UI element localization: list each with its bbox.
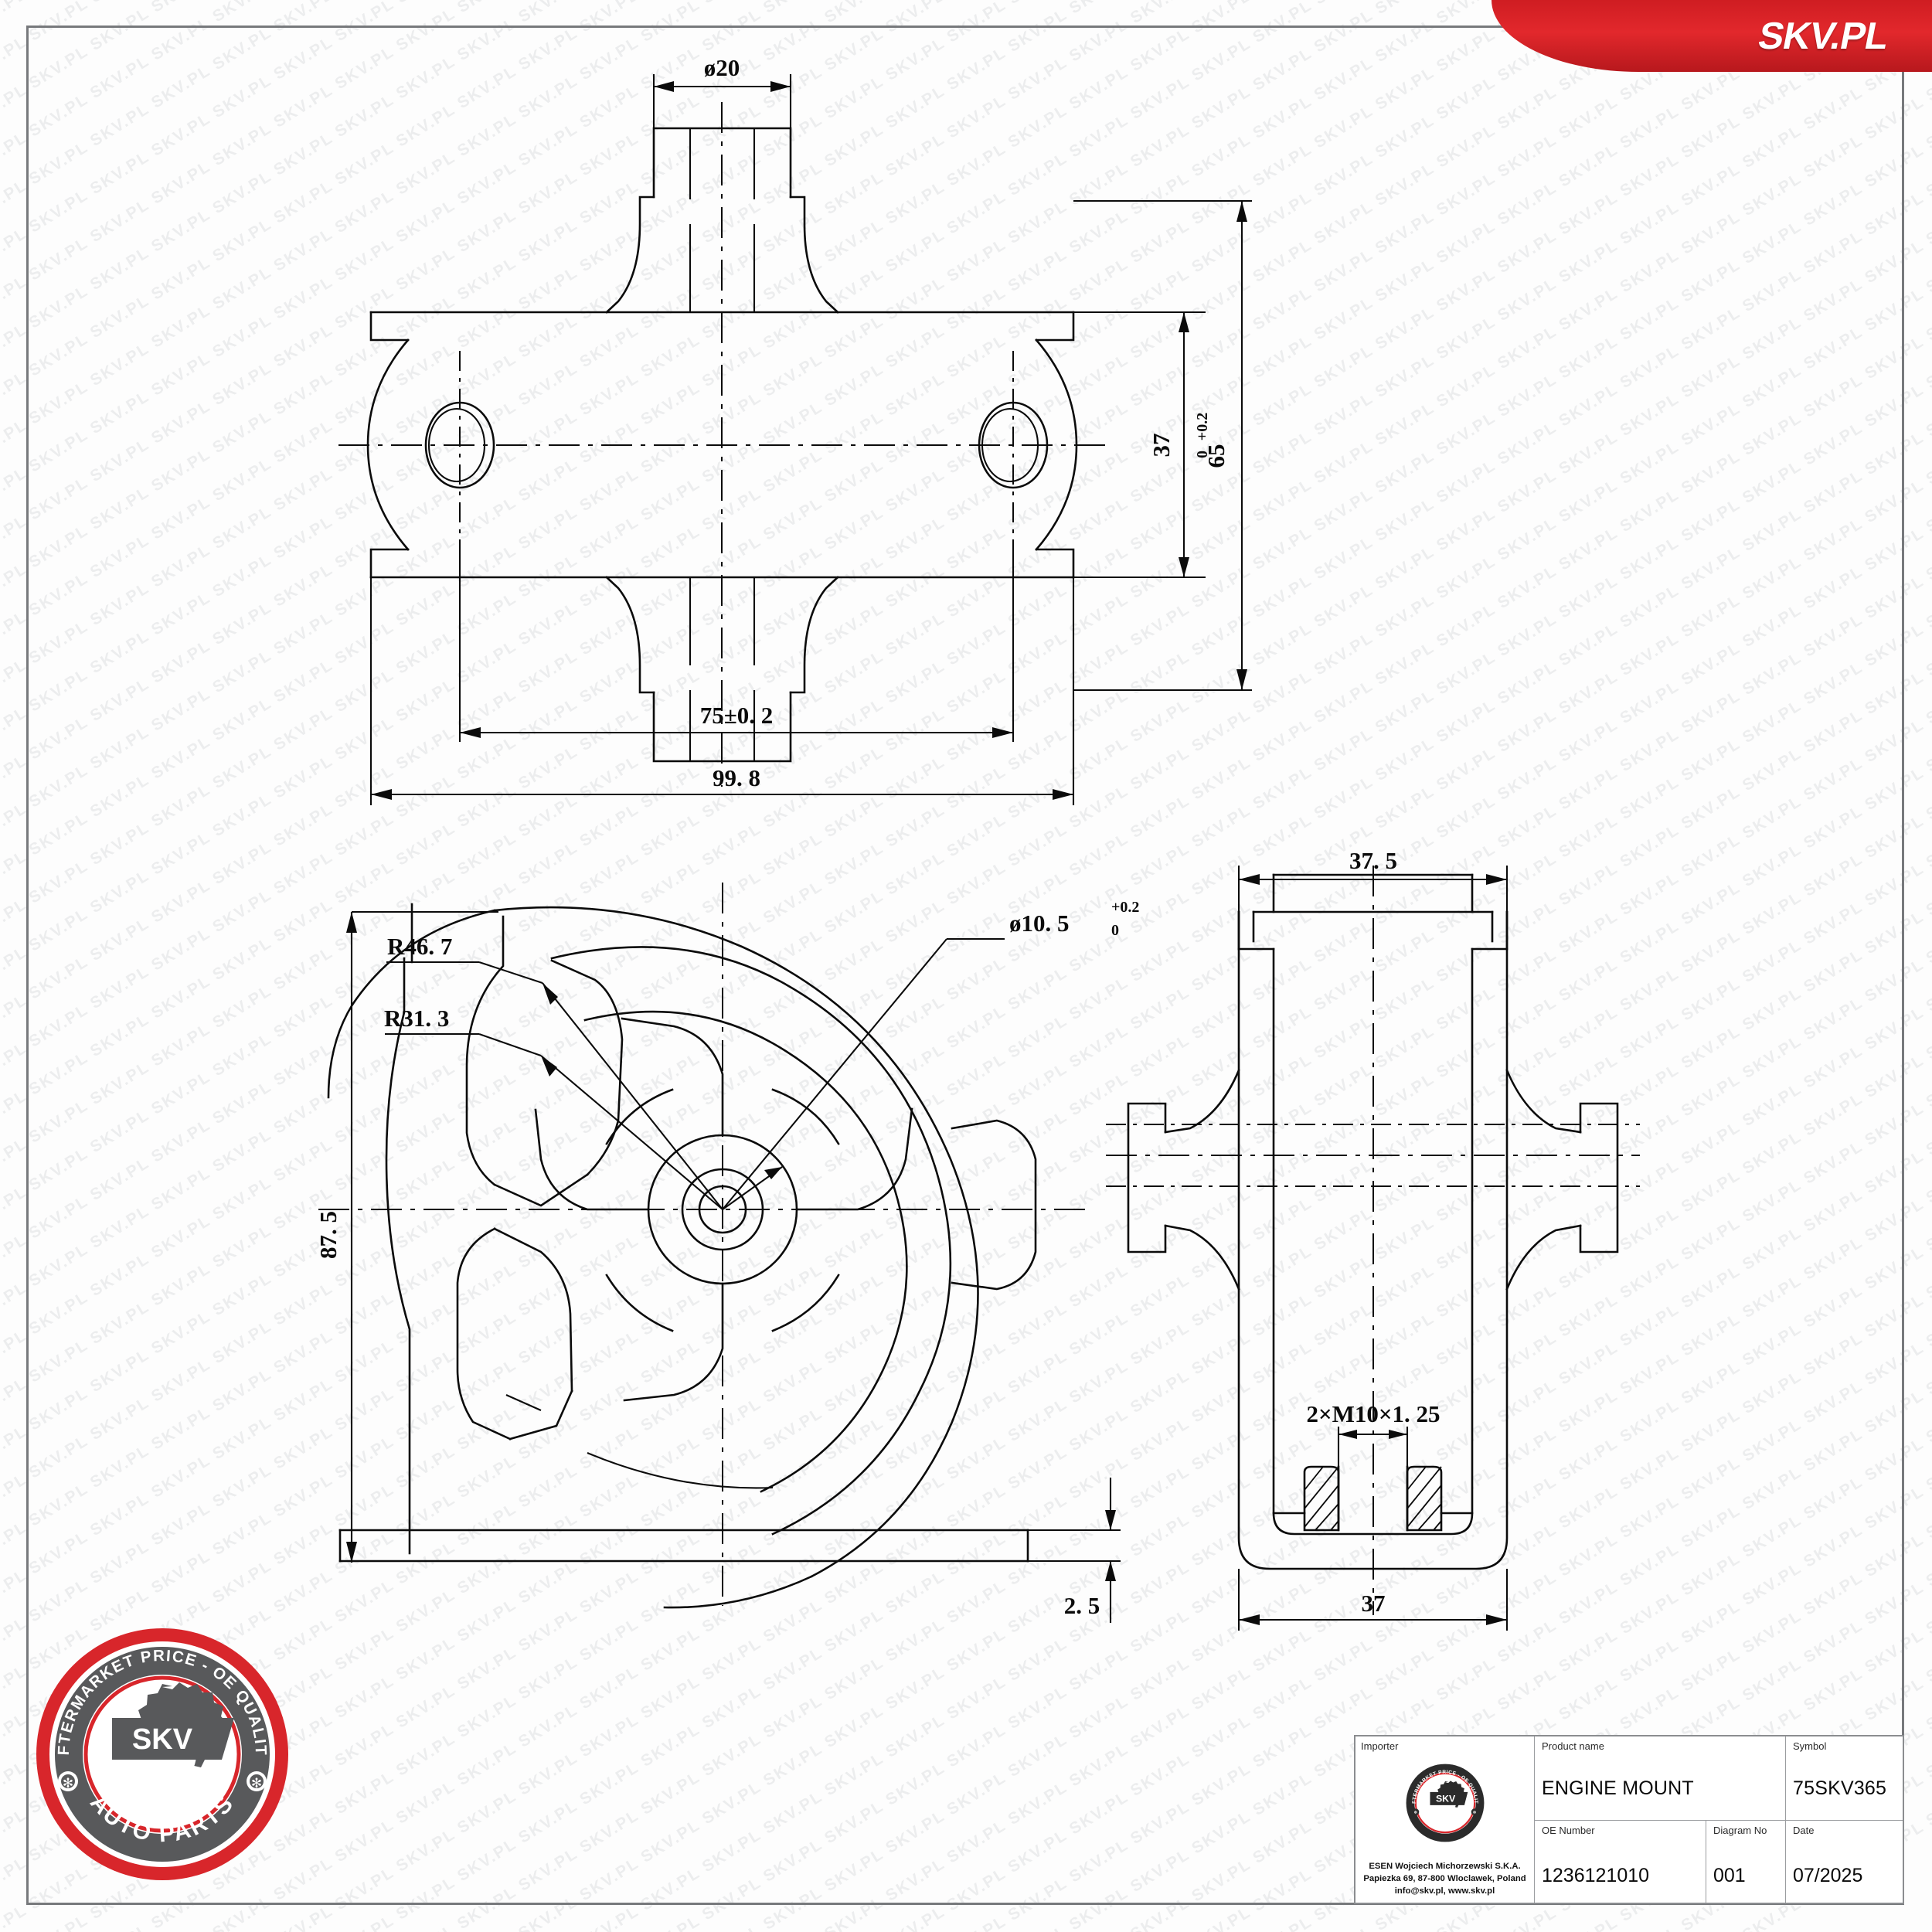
dim-hole-dia-tol-dn: 0	[1111, 922, 1119, 939]
oe-number-cell: OE Number 1236121010	[1535, 1821, 1706, 1903]
dim-overall-height: 87. 5	[315, 1211, 342, 1259]
top-view-geometry	[338, 102, 1107, 787]
date-cell: Date 07/2025	[1786, 1821, 1903, 1903]
importer-contact: info@skv.pl, www.skv.pl	[1394, 1886, 1495, 1896]
skv-banner-text: SKV.PL	[1754, 15, 1892, 57]
product-name-label: Product name	[1542, 1740, 1604, 1752]
symbol-label: Symbol	[1793, 1740, 1827, 1752]
dim-hole-pitch: 75±0. 2	[700, 702, 774, 729]
diagram-no-label: Diagram No	[1713, 1825, 1767, 1836]
dim-overall-width: 99. 8	[713, 764, 760, 791]
top-view-dimensions: ø20 37 65 +0.2 0 75±0. 2	[369, 54, 1252, 805]
product-name-value: ENGINE MOUNT	[1542, 1777, 1694, 1799]
svg-text:SKV: SKV	[132, 1723, 193, 1756]
date-value: 07/2025	[1793, 1865, 1863, 1886]
symbol-value: 75SKV365	[1793, 1777, 1887, 1799]
svg-text:SKV: SKV	[1435, 1793, 1455, 1804]
dim-height-65-tol-up: +0.2	[1194, 413, 1211, 440]
dim-side-width: 37. 5	[1349, 847, 1397, 874]
badge-star-left-inner	[61, 1774, 75, 1788]
importer-street: Papiezka 69, 87-800 Wloclawek, Poland	[1363, 1873, 1526, 1883]
dim-thread-pitch: 37	[1362, 1590, 1386, 1617]
product-name-cell: Product name ENGINE MOUNT	[1535, 1736, 1786, 1820]
diagram-no-cell: Diagram No 001	[1706, 1821, 1786, 1903]
title-block-importer: Importer AFTERMARKET PRICE - OE QUALITY …	[1355, 1736, 1535, 1903]
diagram-no-value: 001	[1713, 1865, 1746, 1886]
dim-height-65: 65	[1202, 444, 1230, 468]
svg-text:✻: ✻	[1472, 1810, 1476, 1815]
title-block-row-top: Product name ENGINE MOUNT Symbol 75SKV36…	[1535, 1736, 1903, 1821]
dim-hole-dia: ø10. 5	[1009, 910, 1070, 937]
front-view-dimensions: 87. 5 R46. 7 R31. 3 ø10. 5 +0.2 0	[315, 899, 1139, 1623]
svg-text:✻: ✻	[1413, 1810, 1417, 1815]
drawing-frame	[26, 26, 1904, 1905]
date-label: Date	[1793, 1825, 1815, 1836]
dim-thread-callout: 2×M10×1. 25	[1306, 1400, 1440, 1427]
dim-radius-outer: R46. 7	[387, 933, 452, 960]
dim-radius-inner: R31. 3	[384, 1005, 449, 1032]
oe-number-value: 1236121010	[1542, 1865, 1650, 1886]
badge-star-glyph-right: ✻	[251, 1776, 262, 1791]
side-view-geometry	[1106, 866, 1640, 1615]
dim-hole-dia-tol-up: +0.2	[1111, 899, 1139, 916]
dim-plate-thickness: 2. 5	[1064, 1592, 1100, 1619]
dim-height-65-tol-dn: 0	[1194, 451, 1211, 458]
badge-star-glyph-left: ✻	[63, 1776, 73, 1791]
title-block-fields: Product name ENGINE MOUNT Symbol 75SKV36…	[1535, 1736, 1903, 1903]
front-view-geometry	[318, 883, 1085, 1609]
oe-number-label: OE Number	[1542, 1825, 1595, 1836]
badge-star-right-inner	[250, 1774, 264, 1788]
gear-icon: SKV	[112, 1682, 234, 1788]
symbol-cell: Symbol 75SKV365	[1786, 1736, 1903, 1820]
importer-address-block: ESEN Wojciech Michorzewski S.K.A. Papiez…	[1355, 1860, 1534, 1897]
dim-height-37: 37	[1148, 434, 1175, 457]
title-block: Importer AFTERMARKET PRICE - OE QUALITY …	[1354, 1735, 1904, 1904]
side-view-dimensions: 37. 5 2×M10×1. 25 37	[1237, 847, 1509, 1631]
title-block-row-bottom: OE Number 1236121010 Diagram No 001 Date…	[1535, 1821, 1903, 1903]
auto-parts-badge: AFTERMARKET PRICE - OE QUALITY AUTO PART…	[35, 1627, 290, 1882]
dim-bore-top: ø20	[704, 54, 740, 81]
badge-red-inner-ring	[83, 1675, 241, 1833]
importer-logo: AFTERMARKET PRICE - OE QUALITY AUTO PART…	[1403, 1759, 1485, 1843]
importer-label: Importer	[1361, 1740, 1399, 1752]
importer-name: ESEN Wojciech Michorzewski S.K.A.	[1369, 1861, 1521, 1871]
skv-banner: SKV.PL	[1492, 0, 1932, 72]
